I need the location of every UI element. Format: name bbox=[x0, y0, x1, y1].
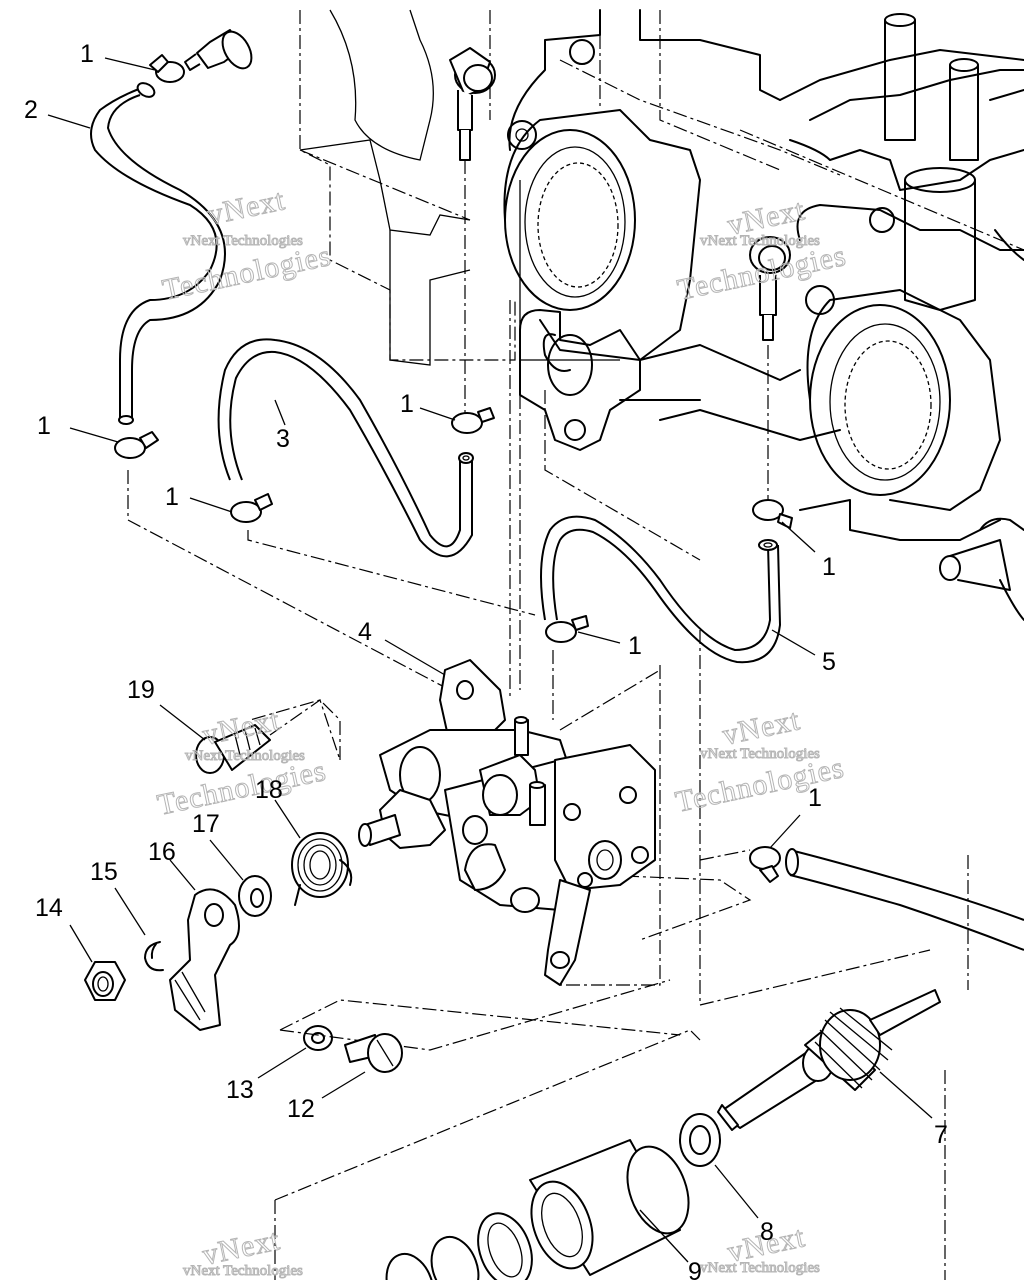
elbow-fitting-right bbox=[749, 236, 791, 500]
elbow-fitting-top bbox=[184, 29, 253, 71]
watermark-text: Technologies bbox=[155, 754, 330, 822]
callout-label: 7 bbox=[934, 1121, 948, 1149]
drive-gear-7 bbox=[717, 989, 941, 1131]
callout-label: 1 bbox=[808, 784, 822, 812]
callout-labels: 1 2 1 3 1 1 1 1 4 5 19 18 17 16 15 14 1 … bbox=[24, 40, 948, 1285]
callout-label: 2 bbox=[24, 96, 38, 124]
callout-label: 15 bbox=[90, 858, 118, 886]
watermark-text: vNext Technologies bbox=[700, 1260, 820, 1276]
watermark-text: vNext Technologies bbox=[700, 746, 820, 762]
bolt-19 bbox=[195, 724, 271, 774]
watermark-text: Technologies bbox=[160, 239, 335, 307]
watermark-text: vNext Technologies bbox=[183, 233, 303, 249]
hose-clamp-center bbox=[451, 407, 495, 434]
hose-clamp-right bbox=[752, 499, 793, 529]
sleeve-9 bbox=[385, 1139, 690, 1285]
callout-label: 3 bbox=[276, 425, 290, 453]
hose-3 bbox=[217, 338, 474, 558]
e-clip-15 bbox=[144, 941, 164, 972]
callout-leaders bbox=[47, 57, 933, 1263]
hose-clamp-top bbox=[149, 54, 185, 83]
callout-label: 13 bbox=[226, 1076, 254, 1104]
watermark-text: vNext bbox=[720, 703, 803, 752]
watermark-text: vNext Technologies bbox=[183, 1263, 303, 1279]
watermark-text: vNext Technologies bbox=[185, 748, 305, 764]
callout-label: 16 bbox=[148, 838, 176, 866]
callout-label: 12 bbox=[287, 1095, 315, 1123]
hose-right bbox=[785, 848, 1024, 951]
callout-label: 1 bbox=[400, 390, 414, 418]
hose-2 bbox=[90, 82, 226, 425]
screw-12 bbox=[344, 1033, 403, 1073]
callout-label: 14 bbox=[35, 894, 63, 922]
lever-16 bbox=[169, 888, 240, 1031]
callout-label: 19 bbox=[127, 676, 155, 704]
callout-label: 5 bbox=[822, 648, 836, 676]
callout-label: 1 bbox=[628, 632, 642, 660]
hose-clamp-left bbox=[114, 431, 159, 459]
watermark-text: vNext Technologies bbox=[700, 233, 820, 249]
hose-clamp-lower-center bbox=[545, 615, 589, 643]
oil-pump bbox=[358, 659, 656, 986]
washer-13 bbox=[303, 1025, 333, 1051]
callout-label: 1 bbox=[822, 553, 836, 581]
hose-clamp-mid-left bbox=[230, 493, 273, 523]
callout-label: 1 bbox=[165, 483, 179, 511]
hose-5 bbox=[540, 515, 782, 664]
engine-block bbox=[299, 9, 1024, 700]
callout-label: 4 bbox=[358, 618, 372, 646]
callout-label: 18 bbox=[255, 776, 283, 804]
callout-label: 1 bbox=[80, 40, 94, 68]
callout-label: 1 bbox=[37, 412, 51, 440]
spring-18 bbox=[291, 832, 353, 906]
callout-label: 9 bbox=[688, 1258, 702, 1280]
nut-14 bbox=[84, 961, 126, 1001]
watermark-text: vNext bbox=[205, 183, 288, 232]
elbow-fitting-left bbox=[449, 47, 496, 420]
callout-label: 17 bbox=[192, 810, 220, 838]
washer-8 bbox=[679, 1113, 721, 1167]
callout-label: 8 bbox=[760, 1218, 774, 1246]
washer-17 bbox=[238, 875, 272, 917]
hose-clamp-lower-right bbox=[749, 846, 781, 883]
